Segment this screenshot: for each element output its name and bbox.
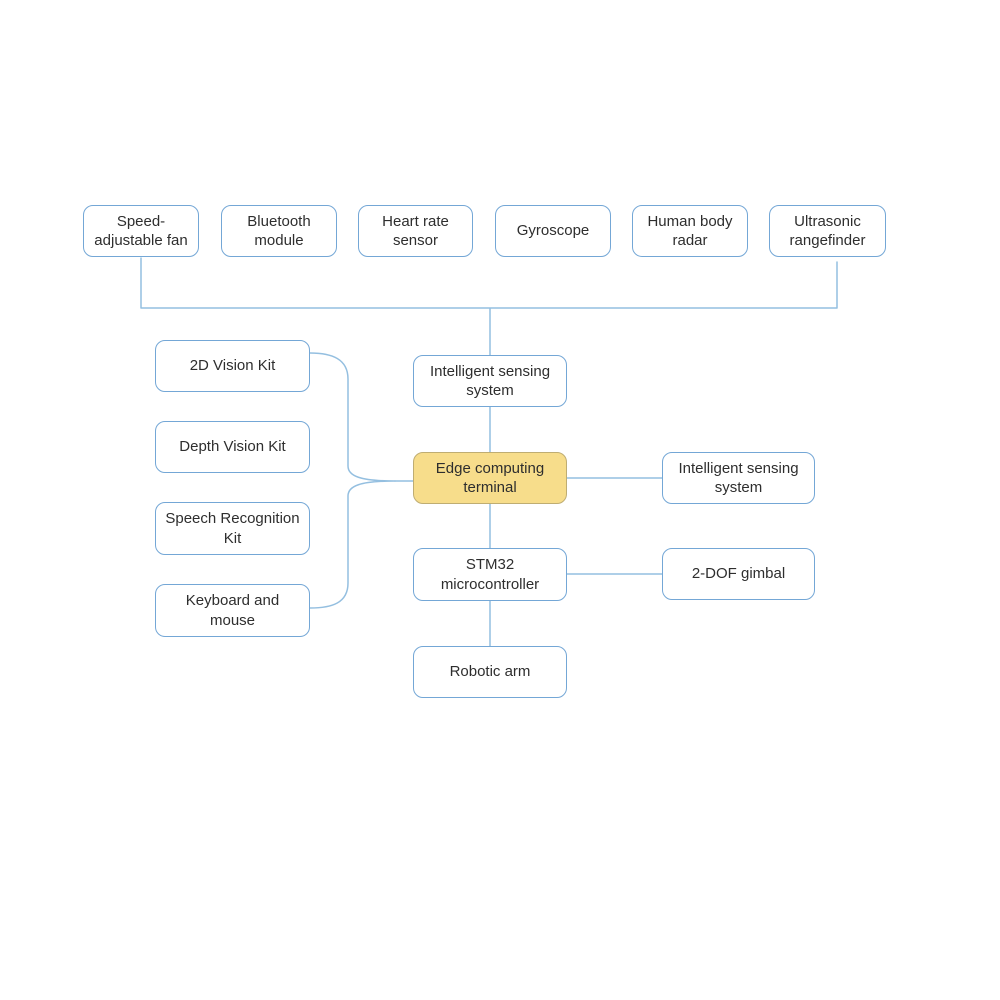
node-robotic-arm: Robotic arm (413, 646, 567, 698)
node-depth-vision-kit: Depth Vision Kit (155, 421, 310, 473)
node-2dof-gimbal: 2-DOF gimbal (662, 548, 815, 600)
node-ultrasonic-rangefinder: Ultrasonic rangefinder (769, 205, 886, 257)
node-2d-vision-kit: 2D Vision Kit (155, 340, 310, 392)
node-stm32-microcontroller: STM32 microcontroller (413, 548, 567, 601)
node-speech-recognition-kit: Speech Recognition Kit (155, 502, 310, 555)
node-intelligent-sensing-system-center: Intelligent sensing system (413, 355, 567, 407)
node-human-body-radar: Human body radar (632, 205, 748, 257)
brace-input-kits (309, 352, 396, 609)
node-bluetooth-module: Bluetooth module (221, 205, 337, 257)
node-keyboard-and-mouse: Keyboard and mouse (155, 584, 310, 637)
node-speed-adjustable-fan: Speed- adjustable fan (83, 205, 199, 257)
node-gyroscope: Gyroscope (495, 205, 611, 257)
node-edge-computing-terminal: Edge computing terminal (413, 452, 567, 504)
node-heart-rate-sensor: Heart rate sensor (358, 205, 473, 257)
node-intelligent-sensing-system-right: Intelligent sensing system (662, 452, 815, 504)
